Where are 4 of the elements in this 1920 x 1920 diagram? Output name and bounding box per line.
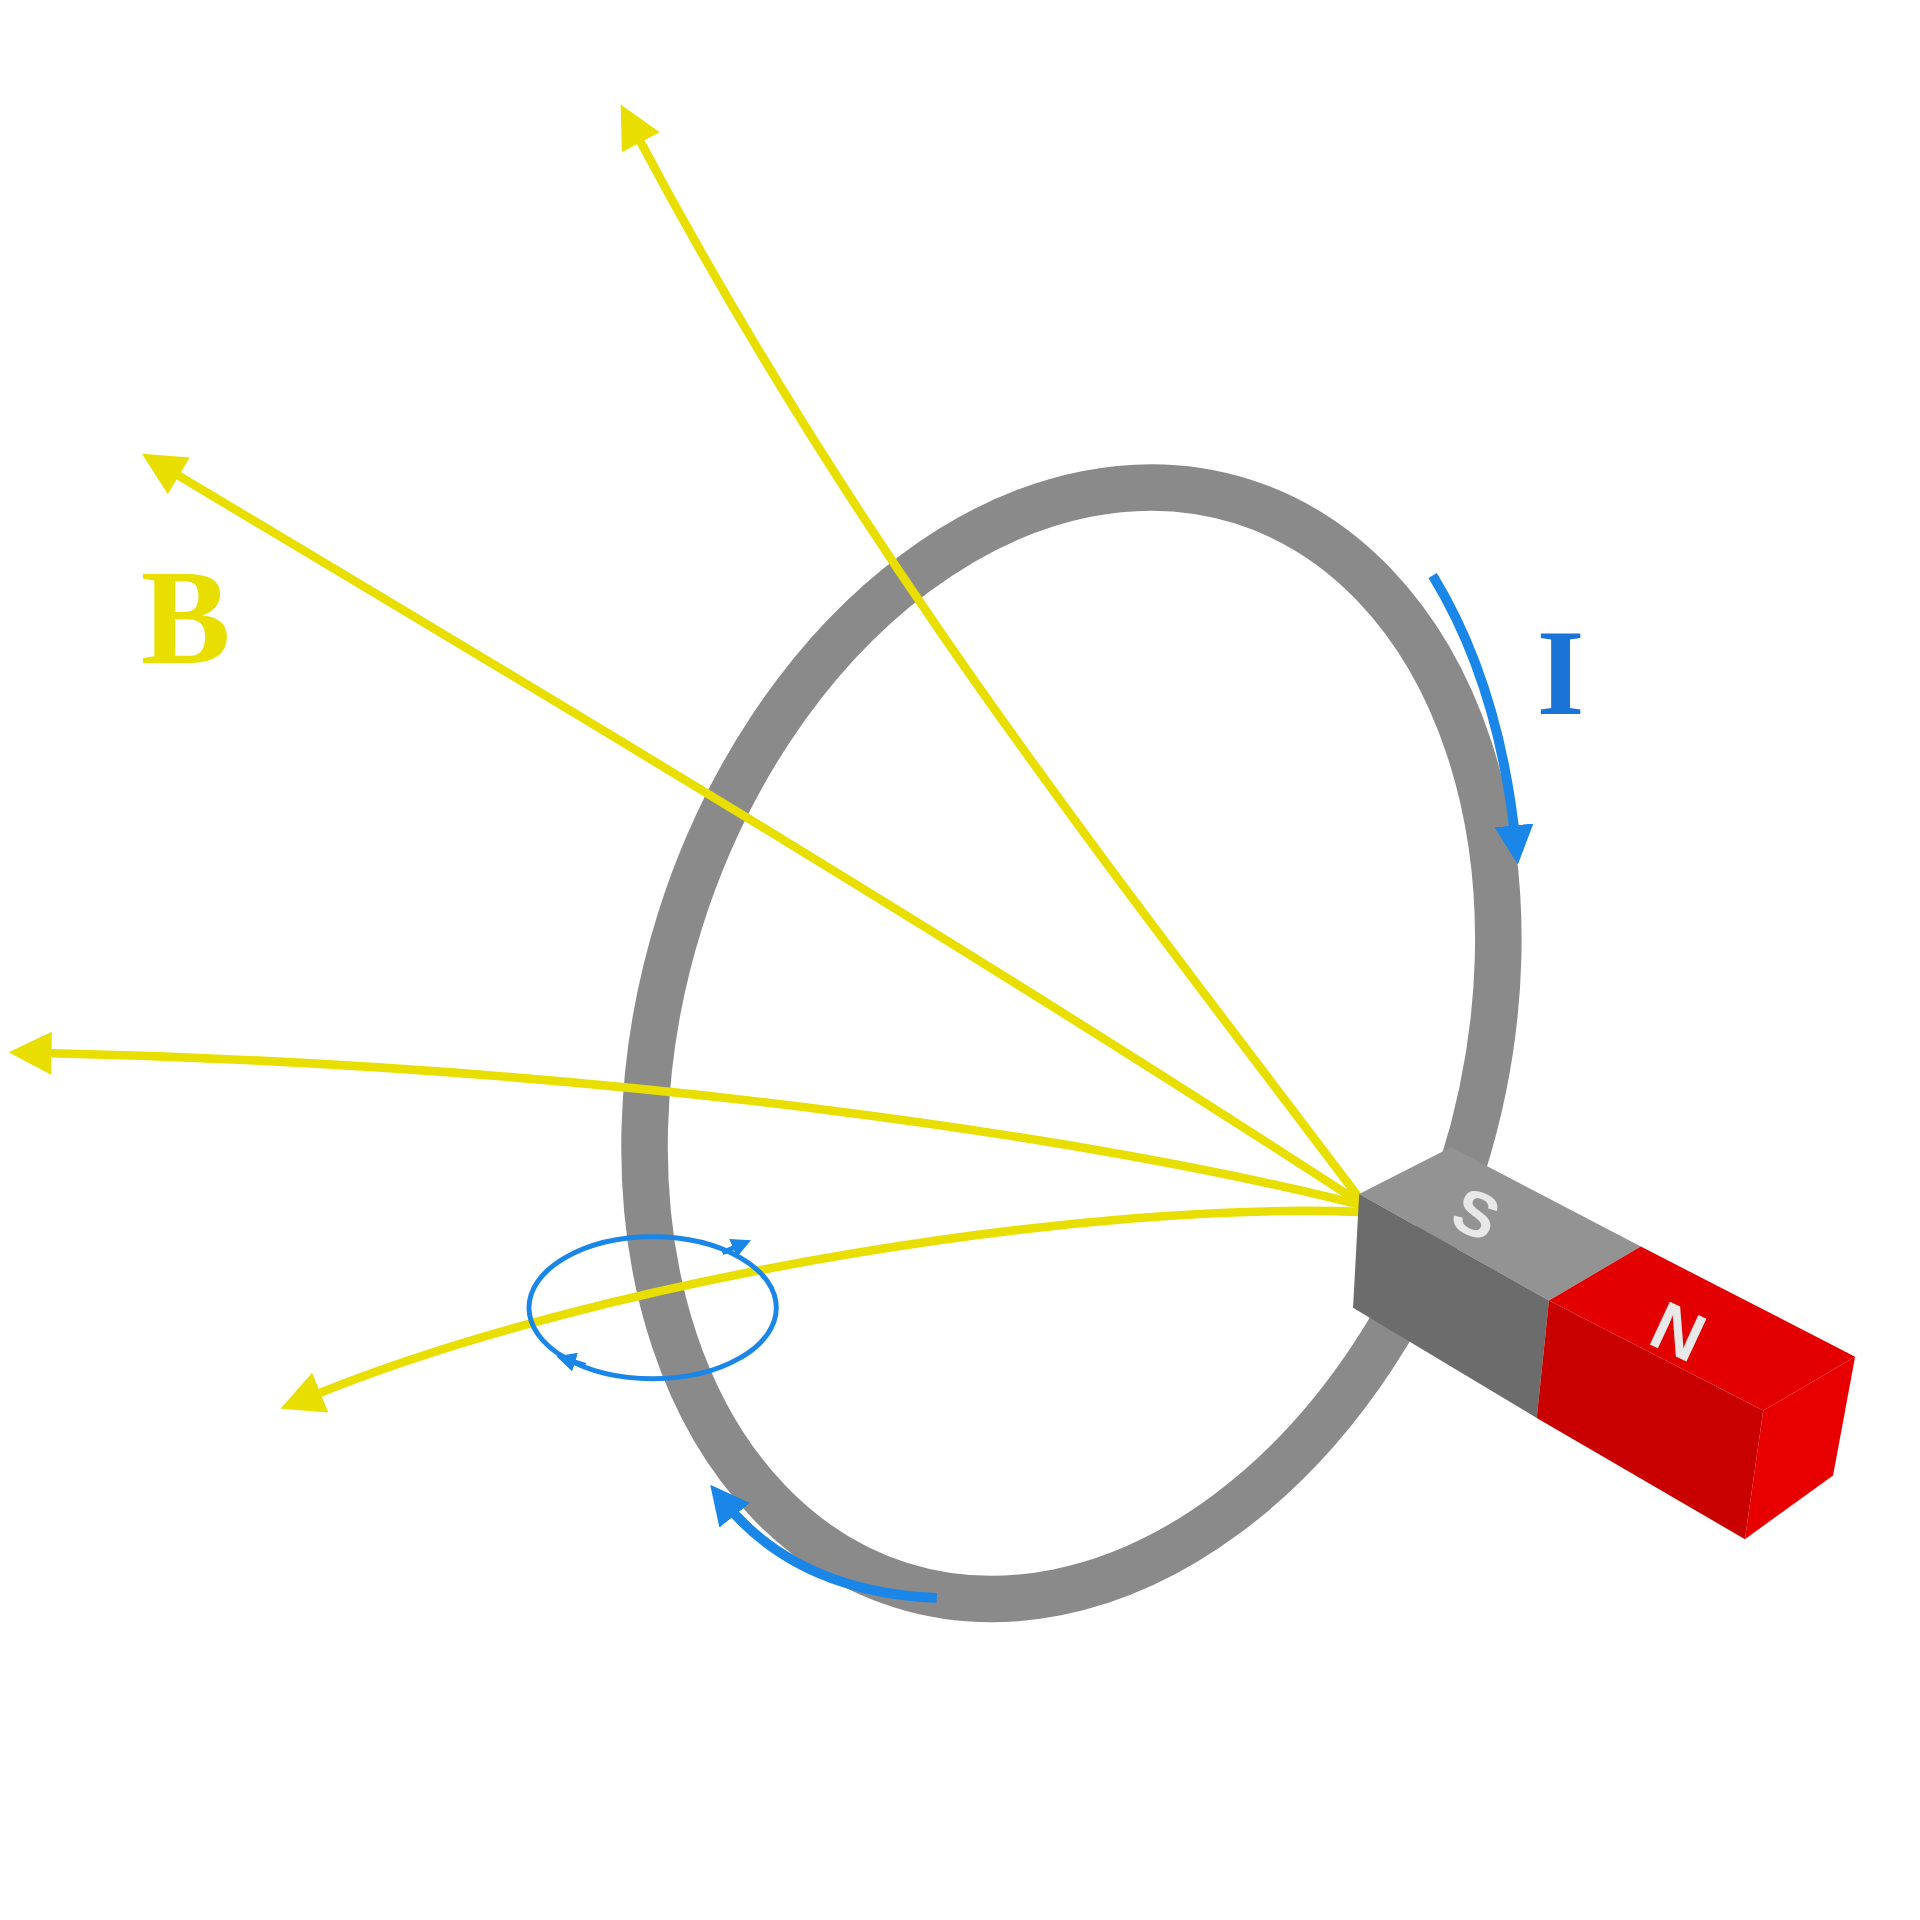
- pole-label: N: [1640, 1290, 1715, 1374]
- pole-label: S: [1443, 1175, 1509, 1252]
- field-label: B: [140, 551, 231, 686]
- current-label: I: [1536, 612, 1585, 735]
